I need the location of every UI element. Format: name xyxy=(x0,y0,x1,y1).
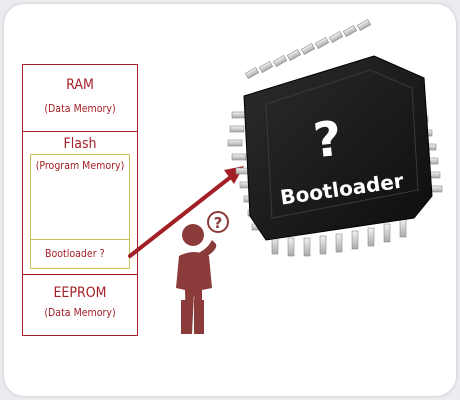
thought-bubble: ? xyxy=(207,211,229,233)
chip-body xyxy=(243,55,433,241)
thinking-person xyxy=(176,224,217,334)
flash-subtitle: (Program Memory) xyxy=(35,160,125,172)
microcontroller-chip: ? Bootloader xyxy=(227,18,443,257)
ram-block: RAM (Data Memory) xyxy=(22,64,138,132)
chip-question-mark: ? xyxy=(311,111,345,170)
eeprom-subtitle: (Data Memory) xyxy=(44,307,116,319)
diagram-card: RAM (Data Memory) Flash (Program Memory)… xyxy=(4,4,456,396)
thought-question-mark: ? xyxy=(214,214,223,232)
diagram-graphics: ? Bootloader ? xyxy=(128,18,443,334)
ram-title: RAM xyxy=(66,77,94,93)
eeprom-block: EEPROM (Data Memory) xyxy=(22,274,138,336)
flash-block: Flash (Program Memory) Bootloader ? xyxy=(22,131,138,275)
bootloader-label: Bootloader ? xyxy=(45,248,105,260)
program-memory-region: (Program Memory) Bootloader ? xyxy=(30,154,130,269)
eeprom-title: EEPROM xyxy=(53,285,107,301)
flash-title: Flash xyxy=(63,136,97,152)
ram-subtitle: (Data Memory) xyxy=(44,103,116,115)
